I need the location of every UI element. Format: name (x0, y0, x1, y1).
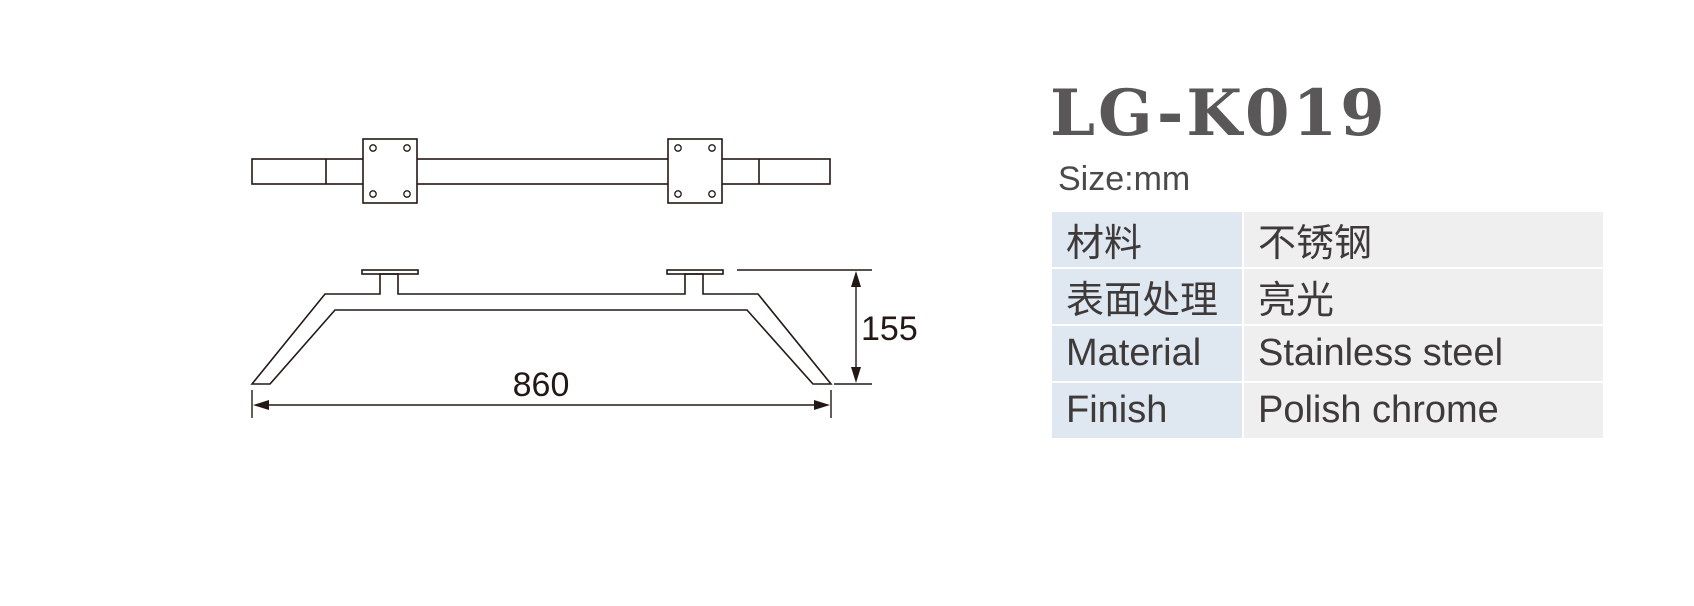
spec-row-material-en: Material Stainless steel (1052, 326, 1603, 381)
screw-holes (369, 144, 716, 198)
model-title: LG-K019 (1050, 76, 1388, 151)
spec-label: Finish (1052, 383, 1242, 438)
spec-label: 材料 (1052, 212, 1242, 267)
spec-label: Material (1052, 326, 1242, 381)
front-view (250, 269, 833, 385)
spec-row-finish-cn: 表面处理 亮光 (1052, 269, 1603, 324)
top-view-bar (251, 158, 831, 185)
spec-value: Stainless steel (1244, 326, 1603, 381)
dimension-lines (251, 269, 872, 418)
spec-table: 材料 不锈钢 表面处理 亮光 Material Stainless steel … (1050, 210, 1605, 440)
spec-value: 不锈钢 (1244, 212, 1603, 267)
spec-label: 表面处理 (1052, 269, 1242, 324)
width-arrow-left (253, 400, 269, 410)
handle-profile (250, 273, 833, 385)
size-unit-note: Size:mm (1058, 160, 1191, 198)
spec-value: 亮光 (1244, 269, 1603, 324)
height-dimension-label: 155 (861, 310, 918, 348)
height-arrow-bottom (851, 367, 861, 383)
spec-row-finish-en: Finish Polish chrome (1052, 383, 1603, 438)
top-view (251, 138, 831, 204)
width-dimension-label: 860 (513, 366, 570, 404)
spec-row-material-cn: 材料 不锈钢 (1052, 212, 1603, 267)
spec-value: Polish chrome (1244, 383, 1603, 438)
mounting-plate-left (362, 138, 418, 204)
mounting-plate-right (667, 138, 723, 204)
height-arrow-top (851, 271, 861, 287)
width-arrow-right (814, 400, 830, 410)
